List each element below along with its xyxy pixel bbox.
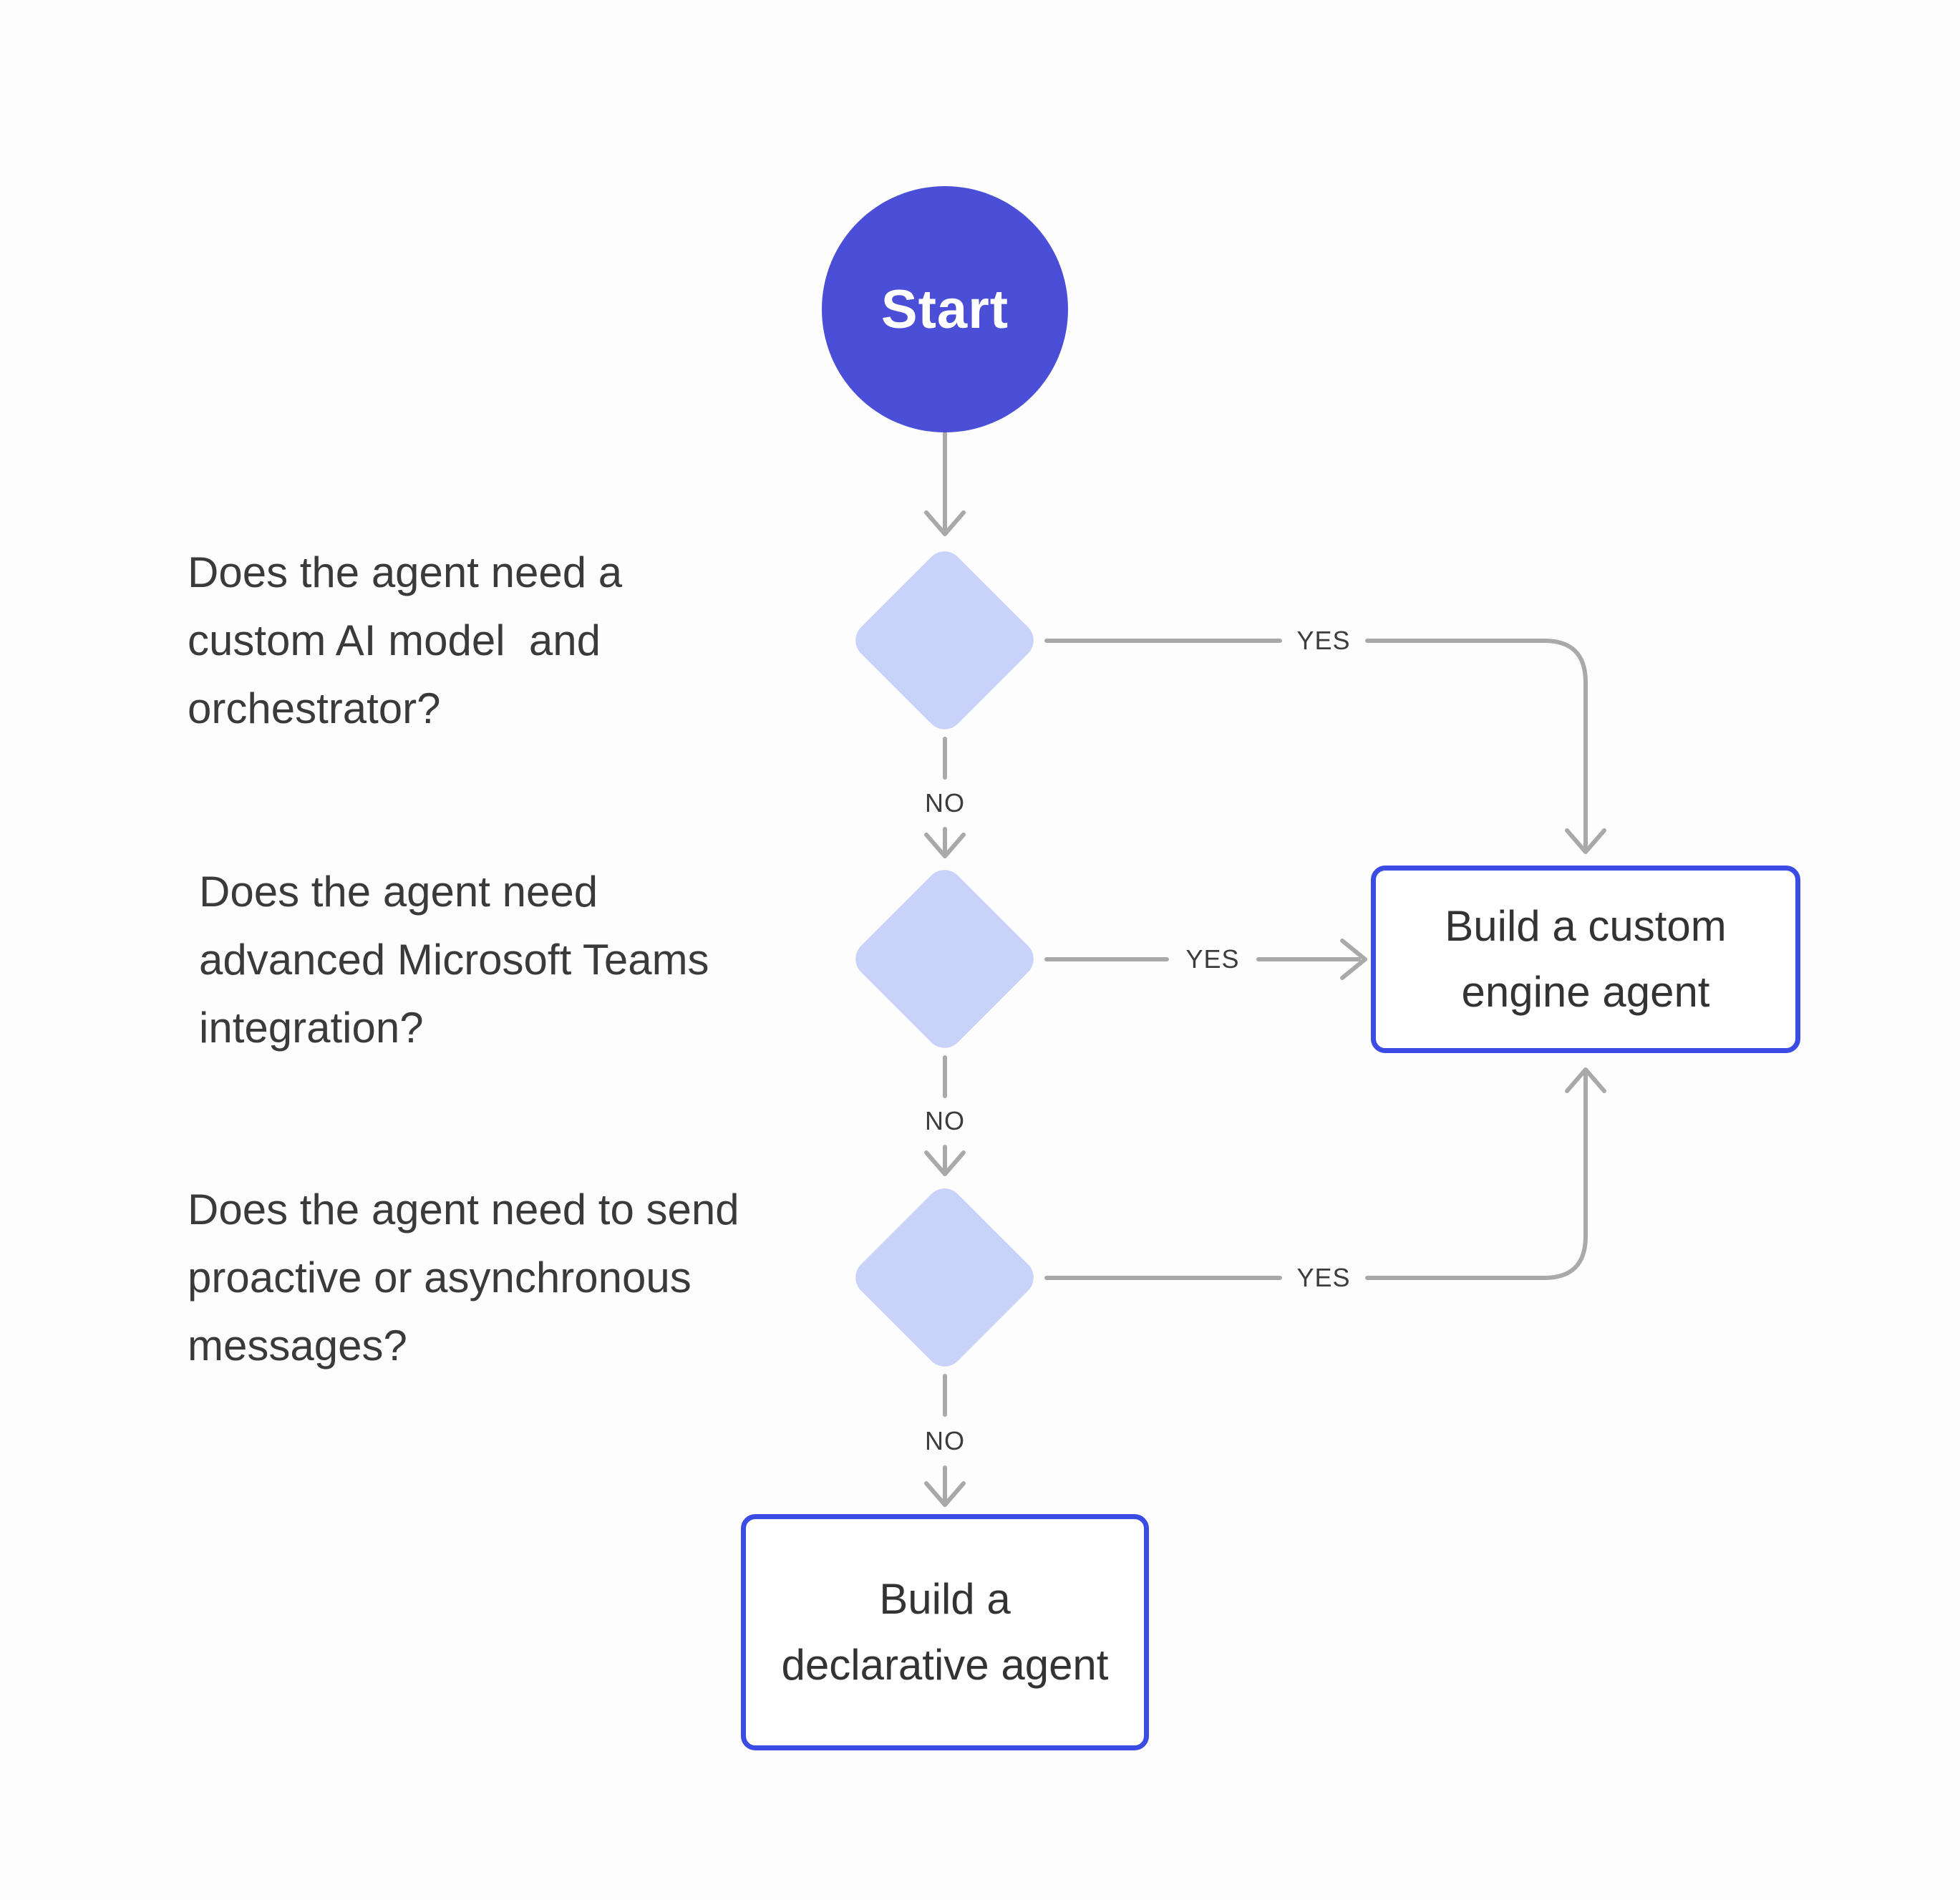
outcome-declarative-agent-label: Build a declarative agent	[782, 1566, 1109, 1698]
outcome-declarative-line-2: declarative agent	[781, 1641, 1109, 1689]
question-1-line-2: custom AI model and	[188, 616, 601, 664]
outcome-custom-engine-agent: Build a custom engine agent	[1371, 866, 1800, 1053]
question-3-line-1: Does the agent need to send	[188, 1186, 739, 1233]
yes-label-1: YES	[1292, 626, 1355, 656]
no-label-3: NO	[921, 1426, 969, 1456]
question-2-line-1: Does the agent need	[199, 868, 598, 916]
connector-decision1-no	[924, 737, 966, 858]
connector-decision2-no	[924, 1055, 966, 1176]
outcome-custom-line-1: Build a custom	[1445, 902, 1727, 950]
connector-start-to-decision1	[924, 432, 966, 536]
arrow-down-chevron-icon	[924, 1481, 966, 1507]
outcome-custom-engine-agent-label: Build a custom engine agent	[1445, 893, 1727, 1025]
connector-decision2-yes-to-custom-box	[1044, 939, 1367, 980]
outcome-declarative-line-1: Build a	[879, 1575, 1011, 1623]
arrow-line	[1365, 639, 1588, 851]
no-label-2: NO	[921, 1106, 969, 1136]
connector-decision1-yes-to-custom-box	[1044, 639, 1606, 854]
connector-decision3-yes-to-custom-box	[1044, 1067, 1606, 1280]
question-3-line-3: messages?	[188, 1322, 407, 1370]
arrow-down-chevron-icon	[924, 510, 966, 536]
yes-label-3: YES	[1292, 1263, 1355, 1293]
question-1-line-1: Does the agent need a	[188, 548, 623, 596]
question-2-line-3: integration?	[199, 1004, 424, 1052]
arrow-line	[1365, 1070, 1588, 1280]
arrow-right-chevron-icon	[1340, 939, 1367, 980]
question-2-line-2: advanced Microsoft Teams	[199, 936, 709, 984]
question-1-line-3: orchestrator?	[188, 684, 441, 732]
arrow-down-chevron-icon	[924, 833, 966, 858]
question-3: Does the agent need to send proactive or…	[188, 1176, 739, 1380]
question-1: Does the agent need a custom AI model an…	[188, 538, 622, 742]
question-2: Does the agent need advanced Microsoft T…	[199, 858, 709, 1062]
arrow-down-chevron-icon	[924, 1150, 966, 1176]
connector-decision3-no-to-declarative-box	[924, 1374, 966, 1507]
start-label: Start	[880, 278, 1009, 340]
question-3-line-2: proactive or asynchronous	[188, 1254, 692, 1302]
arrow-up-chevron-icon	[1565, 1067, 1606, 1093]
no-label-1: NO	[921, 788, 969, 818]
yes-label-2: YES	[1181, 944, 1244, 974]
arrow-down-chevron-icon	[1565, 828, 1606, 854]
start-node: Start	[822, 186, 1068, 432]
outcome-declarative-agent: Build a declarative agent	[741, 1514, 1149, 1750]
outcome-custom-line-2: engine agent	[1461, 968, 1710, 1016]
